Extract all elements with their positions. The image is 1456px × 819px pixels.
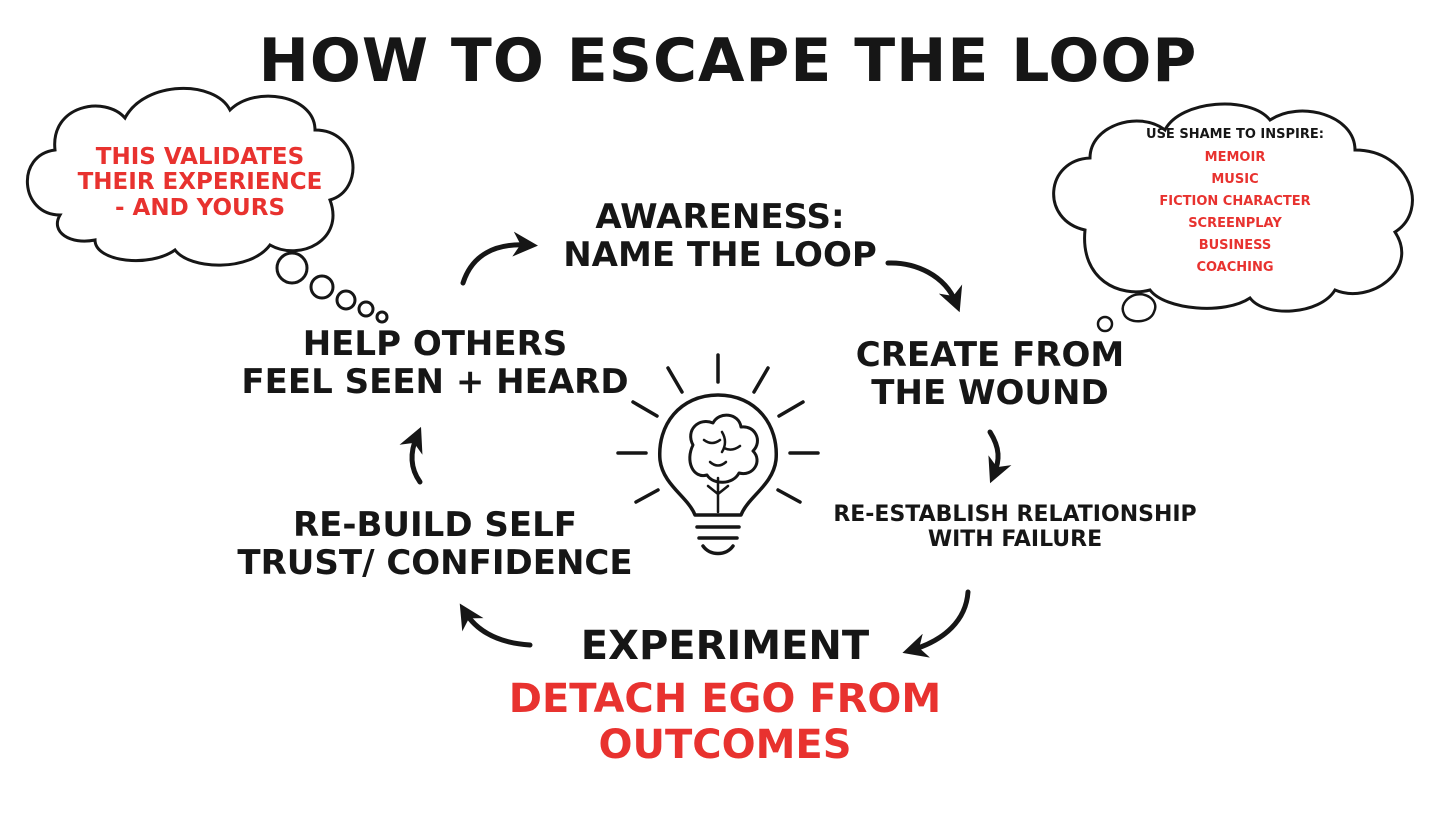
step-help: HELP OTHERS FEEL SEEN + HEARD bbox=[240, 325, 630, 401]
arrow-reestablish-to-experiment bbox=[902, 589, 971, 658]
step-reestablish-line-1: RE-ESTABLISH RELATIONSHIP bbox=[833, 502, 1197, 527]
bubble-left-line-1: THIS VALIDATES bbox=[95, 144, 305, 170]
step-detach-line-1: DETACH EGO FROM bbox=[508, 676, 942, 722]
cloud-item: BUSINESS bbox=[1198, 237, 1272, 253]
cloud-right-text: USE SHAME TO INSPIRE: MEMOIR MUSIC FICTI… bbox=[1130, 127, 1340, 279]
cloud-item: SCREENPLAY bbox=[1188, 215, 1282, 231]
step-awareness-line-2: NAME THE LOOP bbox=[563, 235, 877, 276]
cloud-item: COACHING bbox=[1196, 259, 1274, 275]
arrow-create-to-reestablish bbox=[987, 429, 1012, 484]
arrow-rebuild-to-help bbox=[399, 426, 423, 485]
cloud-item: MUSIC bbox=[1211, 171, 1259, 187]
cloud-item: FICTION CHARACTER bbox=[1159, 193, 1311, 209]
step-rebuild: RE-BUILD SELF TRUST/ CONFIDENCE bbox=[230, 506, 640, 582]
lightbulb-brain-icon bbox=[616, 353, 820, 556]
step-help-line-2: FEEL SEEN + HEARD bbox=[241, 362, 629, 403]
step-reestablish-line-2: WITH FAILURE bbox=[927, 526, 1103, 552]
step-awareness-line-1: AWARENESS: bbox=[595, 197, 845, 237]
step-detach: DETACH EGO FROM OUTCOMES bbox=[460, 676, 990, 768]
step-reestablish: RE-ESTABLISH RELATIONSHIP WITH FAILURE bbox=[820, 502, 1210, 552]
arrow-awareness-to-create bbox=[885, 260, 963, 313]
step-rebuild-line-2: TRUST/ CONFIDENCE bbox=[237, 543, 633, 584]
bubble-left-line-2: THEIR EXPERIENCE bbox=[77, 169, 323, 196]
step-create-line-2: THE WOUND bbox=[871, 373, 1109, 414]
step-detach-line-2: OUTCOMES bbox=[598, 722, 852, 768]
step-create: CREATE FROM THE WOUND bbox=[840, 336, 1140, 412]
thought-cloud-right bbox=[1052, 102, 1414, 333]
step-rebuild-line-1: RE-BUILD SELF bbox=[292, 505, 578, 545]
bubble-left-text: THIS VALIDATES THEIR EXPERIENCE - AND YO… bbox=[40, 144, 360, 221]
cloud-item: MEMOIR bbox=[1204, 149, 1266, 165]
thought-bubble-left bbox=[26, 86, 389, 324]
cloud-heading: USE SHAME TO INSPIRE: bbox=[1146, 127, 1324, 142]
arrow-experiment-to-rebuild bbox=[459, 603, 533, 648]
arrow-help-to-awareness bbox=[460, 231, 538, 286]
step-awareness: AWARENESS: NAME THE LOOP bbox=[560, 198, 880, 274]
bubble-left-line-3: - AND YOURS bbox=[114, 194, 286, 221]
step-experiment: EXPERIMENT bbox=[580, 623, 870, 669]
step-create-line-1: CREATE FROM bbox=[855, 335, 1125, 375]
page-title: HOW TO ESCAPE THE LOOP bbox=[258, 26, 1198, 96]
step-help-line-1: HELP OTHERS bbox=[302, 324, 568, 364]
